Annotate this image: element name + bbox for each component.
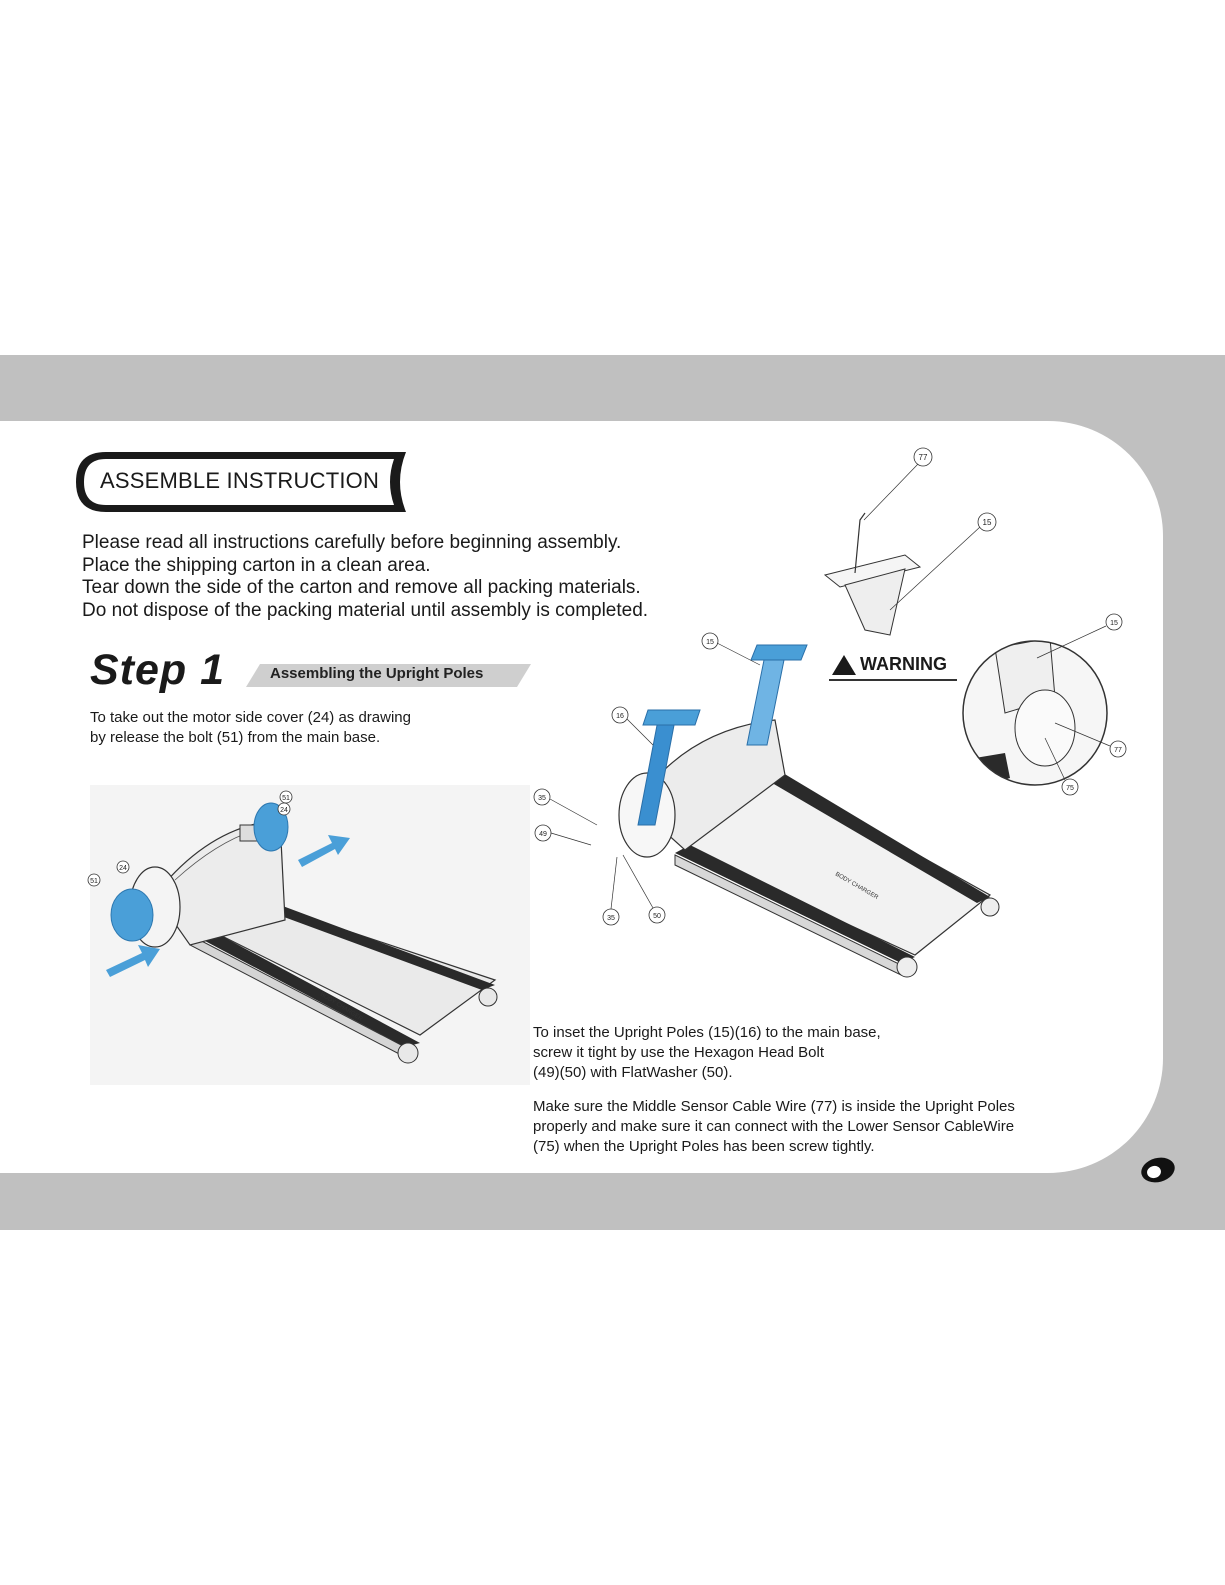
- title-banner-shape: [76, 452, 406, 512]
- part-label-text: 77: [919, 453, 928, 462]
- part-label-text: 24: [119, 865, 127, 872]
- figure-insert-poles: 15 16 35 49 35 50 BODY CHARGER: [533, 632, 1000, 978]
- note-line: (75) when the Upright Poles has been scr…: [533, 1138, 875, 1155]
- part-label: [87, 790, 293, 887]
- note-line: To inset the Upright Poles (15)(16) to t…: [533, 1024, 881, 1041]
- page-title: ASSEMBLE INSTRUCTION: [100, 468, 380, 493]
- part-label-text: 77: [1114, 747, 1122, 754]
- part-label-text: 15: [1110, 620, 1118, 627]
- part-label-text: 50: [653, 913, 661, 920]
- part-label-text: 51: [282, 795, 290, 802]
- intro-line: Do not dispose of the packing material u…: [82, 599, 649, 621]
- part-label-text: 15: [706, 639, 714, 646]
- step-subtitle-bar: [246, 664, 531, 687]
- part-label-text: 24: [280, 807, 288, 814]
- step-subtitle: Assembling the Upright Poles: [270, 665, 484, 682]
- intro-text: Please read all instructions carefully b…: [82, 532, 648, 622]
- part-label-text: 51: [90, 878, 98, 885]
- figure-cable-in-pole: 77 15: [823, 447, 997, 636]
- note-line: by release the bolt (51) from the main b…: [90, 729, 381, 746]
- note-line: (49)(50) with FlatWasher (50).: [533, 1064, 733, 1081]
- warning-triangle-icon: [832, 655, 856, 675]
- note-line: Make sure the Middle Sensor Cable Wire (…: [533, 1098, 1015, 1115]
- part-label: [1061, 613, 1127, 796]
- part-label-text: 49: [539, 831, 547, 838]
- part-label-text: 35: [538, 795, 546, 802]
- note-line: properly and make sure it can connect wi…: [533, 1118, 1015, 1135]
- intro-line: Place the shipping carton in a clean are…: [82, 554, 431, 576]
- figure-remove-side-cover: 51 24 24 51 BODY CHARGER: [87, 785, 530, 1085]
- part-label-text: 75: [1066, 785, 1074, 792]
- step-title: Step 1: [90, 646, 226, 694]
- intro-line: Tear down the side of the carton and rem…: [82, 577, 641, 598]
- part-label: [913, 447, 997, 532]
- note-side-cover: To take out the motor side cover (24) as…: [90, 708, 411, 748]
- note-sensor-cable: Make sure the Middle Sensor Cable Wire (…: [533, 1097, 1015, 1157]
- part-label-text: 15: [983, 518, 992, 527]
- note-line: screw it tight by use the Hexagon Head B…: [533, 1044, 824, 1061]
- warning-underline: [829, 679, 957, 681]
- note-inset-poles: To inset the Upright Poles (15)(16) to t…: [533, 1023, 881, 1083]
- part-label-text: 16: [616, 713, 624, 720]
- warning-label: WARNING: [860, 654, 947, 674]
- part-label-text: 35: [607, 915, 615, 922]
- figure-sensor-detail: 15 77 75: [962, 613, 1127, 796]
- page-badge-icon: [1141, 1157, 1175, 1183]
- intro-line: Please read all instructions carefully b…: [82, 532, 622, 553]
- note-line: To take out the motor side cover (24) as…: [90, 709, 411, 726]
